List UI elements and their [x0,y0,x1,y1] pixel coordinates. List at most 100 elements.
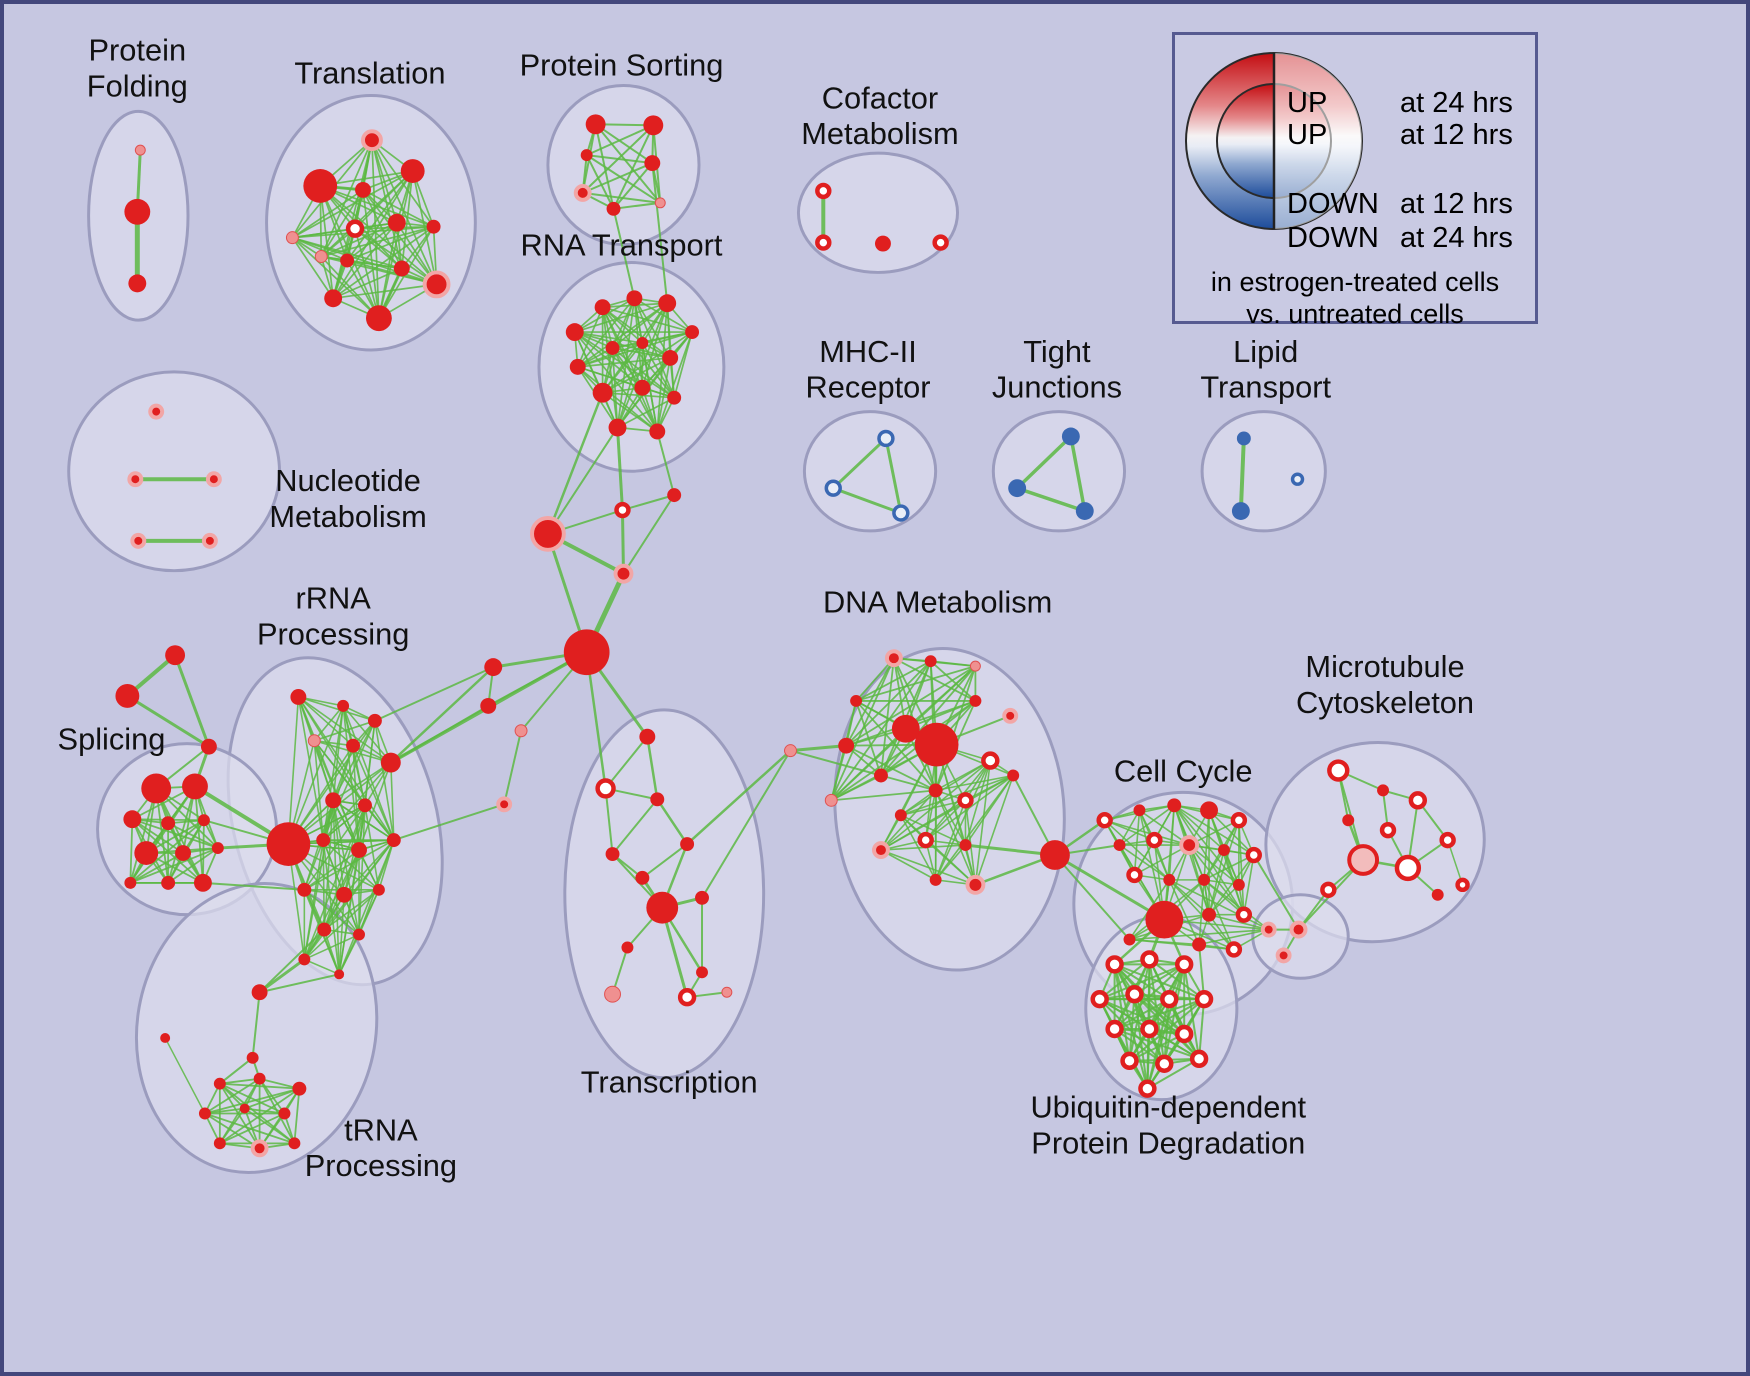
node-rt8 [636,337,649,349]
edge-tr6-tr8 [244,1087,300,1110]
edge-t6-t12 [362,189,438,285]
cluster-label-splicing: Splicing [58,722,166,757]
edge-dm6-dm12 [855,700,937,791]
edge-t3-t9 [320,170,414,258]
edge-rt2-rt6 [576,306,604,368]
edge-pc4-rr3 [374,666,494,722]
node-ps7 [654,197,666,209]
edge-rt7-rt9 [612,347,671,359]
edge-dm18-dm19 [880,849,937,881]
cluster-label-protein-folding: Protein [89,33,187,68]
edge-t3-t8 [332,170,414,299]
edge-rt5-rt14 [656,331,693,432]
cluster-label-mhc-ii-receptor: MHC-II [819,334,917,369]
edge-rr6-rr12 [390,762,395,841]
node-lt1 [1236,431,1251,446]
edge-rt12-rt13 [617,396,675,429]
node-hub1 [563,629,610,676]
edge-t6-t11 [292,236,437,286]
edge-rt4-rt11 [641,303,669,388]
node-pc6 [514,724,528,738]
edge-cc18-cc21 [1129,928,1269,941]
node-mt9 [1439,831,1456,849]
node-rr17 [353,928,365,941]
edge-st1-st3 [173,654,211,748]
edge-tr3-tr4 [219,1057,254,1085]
node-rr11 [351,842,367,859]
edge-tr8-tr9 [244,1107,285,1115]
edge-ub3-ub4 [1099,963,1185,1001]
edge-sp8-sp9 [167,847,219,884]
cluster-label-rrna-processing: Processing [257,616,409,651]
edge-tr4-tr5 [219,1077,260,1085]
node-rr3 [367,713,382,728]
cluster-label-microtubule-cytoskeleton: Cytoskeleton [1296,685,1474,720]
node-sp1 [141,773,172,804]
edge-tx1-tx2 [604,736,649,790]
edge-ub6-ub8 [1114,998,1170,1030]
node-cc21 [1260,921,1277,938]
edge-sp10-rr13 [202,881,305,891]
edge-cc10-cc13 [1203,854,1255,881]
cluster-label-ubiquitin-degradation: Ubiquitin-dependent [1030,1089,1306,1124]
edge-dm14-dm17 [900,814,966,846]
node-dm8 [1002,707,1019,724]
edge-dm5-dm10 [880,665,977,777]
edge-rr10-rr13 [303,839,324,891]
node-tr1 [251,984,268,1001]
edge-ub7-ub13 [1198,999,1206,1059]
edge-cc12-cc21 [1168,879,1270,931]
edge-t7-t11 [291,237,380,319]
edge-cc6-cc12 [1119,844,1170,881]
node-sp7 [175,845,191,861]
node-tr8 [239,1103,250,1114]
node-ub11 [1120,1051,1139,1071]
edge-cc5-cc16 [1208,819,1240,915]
node-t13 [393,260,410,277]
edge-rr9-rr13 [303,804,366,891]
edge-rr13-rr17 [303,889,360,936]
node-cm1 [815,182,832,200]
cluster-label-transcription: Transcription [581,1065,758,1100]
edge-dm3-dm10 [880,658,895,776]
node-cc5 [1230,812,1248,829]
edge-sp2-sp10 [194,786,204,883]
edge-rr3-rr4 [314,720,376,742]
edge-cc14-cc16 [1208,884,1240,916]
legend-faded-half [1274,53,1362,229]
cluster-label-tight-junctions: Junctions [992,370,1122,405]
edge-tj1-tj2 [1015,435,1073,490]
node-cm2 [815,234,832,251]
edge-cc12-cc19 [1168,879,1200,945]
node-dm17 [959,839,972,852]
node-px1 [1289,920,1308,939]
edge-pc1-pc3 [620,510,625,574]
node-cc9 [1217,844,1230,857]
node-t4 [345,219,365,238]
node-ub9 [1140,1019,1159,1039]
node-dm3 [884,649,903,668]
node-sp3 [123,810,142,829]
edge-rt4-rt6 [577,302,668,368]
edge-t6-t8 [333,283,437,300]
node-tr12 [288,1137,301,1150]
node-tx9 [621,941,634,954]
node-pc5 [480,697,497,714]
node-nm1 [148,403,165,420]
edge-rr9-rr12 [364,804,395,841]
edge-hub2-rt10 [546,392,604,535]
edge-sp8-sp11 [130,847,219,884]
cluster-label-nucleotide-metabolism: Metabolism [269,499,426,534]
edge-rr9-rr15 [364,805,380,890]
edge-st2-st3 [126,694,210,748]
edge-t10-t12 [362,189,434,228]
node-rt7 [605,341,620,355]
node-cc20 [1225,941,1243,958]
node-cc15 [1145,900,1184,939]
node-cc19 [1192,937,1207,952]
node-sp6 [134,841,159,865]
node-rr16 [317,922,332,937]
edge-rr9-rr17 [358,805,366,935]
node-ub4 [1090,989,1109,1009]
node-dm10 [874,768,888,783]
